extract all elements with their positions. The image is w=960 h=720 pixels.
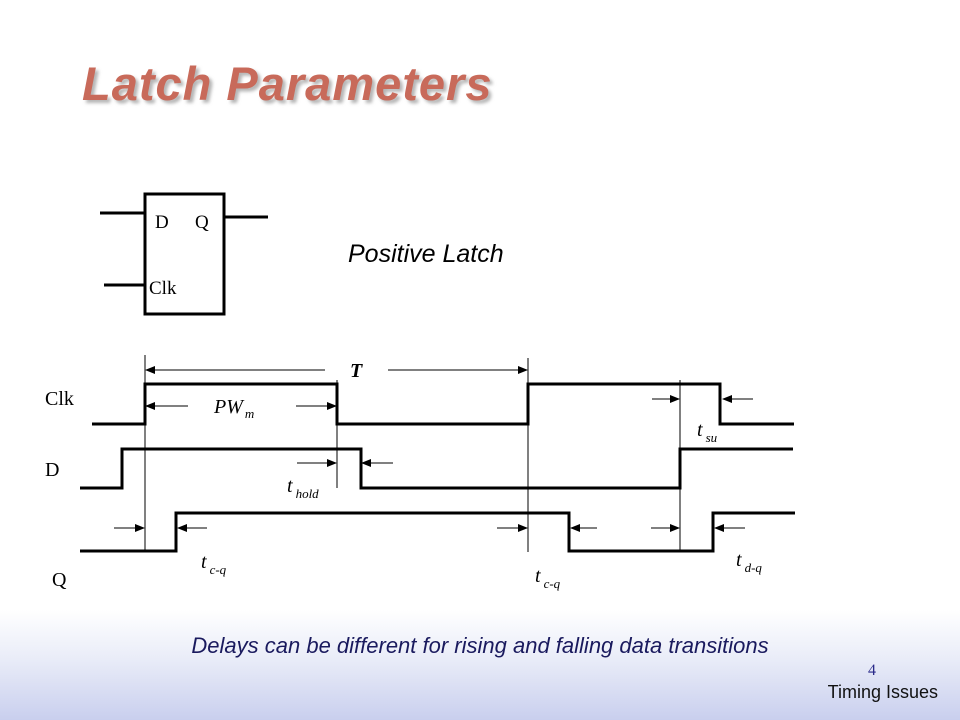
period-label: T <box>350 360 363 382</box>
latch-symbol: D Q Clk <box>100 192 268 316</box>
signal-label-clk: Clk <box>45 388 74 410</box>
footer-gradient-band <box>0 610 960 720</box>
slide-title: Latch Parameters <box>82 57 493 110</box>
footer-section-label: Timing Issues <box>827 682 938 702</box>
latch-pin-q: Q <box>195 212 209 233</box>
latch-pin-d: D <box>155 212 169 233</box>
clk-waveform <box>92 382 794 426</box>
page-number: 4 <box>868 662 876 679</box>
latch-box <box>143 192 226 316</box>
latch-type-label: Positive Latch <box>348 240 504 268</box>
q-waveform <box>80 511 795 553</box>
signal-label-d: D <box>45 459 59 481</box>
latch-pin-clk: Clk <box>149 278 177 299</box>
signal-label-q: Q <box>52 569 67 591</box>
slide-caption: Delays can be different for rising and f… <box>191 633 769 658</box>
d-waveform <box>80 447 793 490</box>
